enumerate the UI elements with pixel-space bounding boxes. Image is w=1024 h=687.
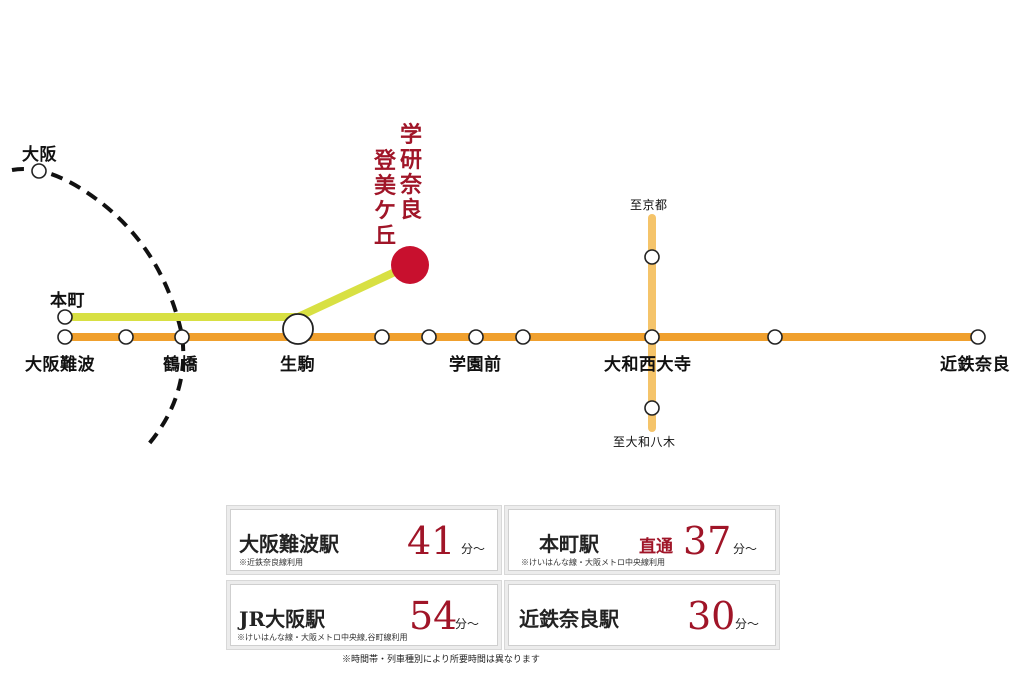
destination-label: 登美ケ丘学研奈良 — [372, 123, 424, 249]
card-note: ※けいはんな線・大阪メトロ中央線利用 — [521, 558, 665, 567]
station-marker — [118, 329, 134, 345]
card-minutes: 37 — [683, 519, 732, 563]
label-to-yamato-yagi: 至大和八木 — [613, 435, 676, 449]
station-yamato-saidaiji-marker — [644, 329, 660, 345]
card-unit: 分〜 — [735, 617, 760, 631]
card-unit: 分〜 — [461, 542, 486, 556]
card-station: 大阪難波駅 — [239, 532, 339, 556]
label-ikoma: 生駒 — [280, 355, 315, 375]
label-gakuemmae: 学園前 — [449, 355, 502, 375]
card-station: JR大阪駅 — [239, 607, 326, 631]
destination-line1: 学研奈良 — [399, 123, 422, 223]
station-marker — [374, 329, 390, 345]
card-station: 本町駅 — [539, 532, 599, 556]
station-marker — [421, 329, 437, 345]
card-jr-osaka: JR大阪駅 ※けいはんな線・大阪メトロ中央線,谷町線利用 54 分〜 — [230, 584, 498, 646]
label-osaka-namba: 大阪難波 — [25, 355, 95, 375]
station-tsuruhashi-marker — [174, 329, 190, 345]
station-osaka-namba-marker — [57, 329, 73, 345]
station-hommachi-marker — [57, 309, 73, 325]
label-yamato-saidaiji: 大和西大寺 — [604, 355, 692, 375]
label-osaka: 大阪 — [22, 145, 57, 165]
label-hommachi: 本町 — [50, 291, 85, 311]
label-kintetsu-nara: 近鉄奈良 — [940, 355, 1010, 375]
card-unit: 分〜 — [455, 617, 480, 631]
card-note: ※近鉄奈良線利用 — [239, 558, 303, 567]
station-gakuemmae-marker — [468, 329, 484, 345]
station-ikoma-marker — [282, 313, 314, 345]
keihanna-line — [61, 261, 414, 321]
station-marker — [515, 329, 531, 345]
card-station: 近鉄奈良駅 — [519, 607, 619, 631]
card-minutes: 41 — [407, 519, 456, 563]
label-tsuruhashi: 鶴橋 — [163, 355, 198, 375]
card-unit: 分〜 — [733, 542, 758, 556]
station-marker — [644, 249, 660, 265]
station-osaka-marker — [31, 163, 47, 179]
destination-line2: 登美ケ丘 — [373, 149, 396, 249]
footnote: ※時間帯・列車種別により所要時間は異なります — [342, 655, 540, 665]
station-marker — [767, 329, 783, 345]
card-direct: 直通 — [639, 537, 673, 557]
card-kintetsu-nara: 近鉄奈良駅 30 分〜 — [508, 584, 776, 646]
label-to-kyoto: 至京都 — [630, 198, 668, 212]
card-hommachi: 本町駅 ※けいはんな線・大阪メトロ中央線利用 直通 37 分〜 — [508, 509, 776, 571]
card-minutes: 54 — [409, 594, 458, 638]
card-minutes: 30 — [687, 594, 736, 638]
route-map — [11, 163, 986, 447]
destination-marker — [391, 246, 429, 284]
station-kintetsu-nara-marker — [970, 329, 986, 345]
card-note: ※けいはんな線・大阪メトロ中央線,谷町線利用 — [237, 633, 408, 642]
card-osaka-namba: 大阪難波駅 ※近鉄奈良線利用 41 分〜 — [230, 509, 498, 571]
jr-loop-line — [11, 167, 186, 447]
station-marker — [644, 400, 660, 416]
